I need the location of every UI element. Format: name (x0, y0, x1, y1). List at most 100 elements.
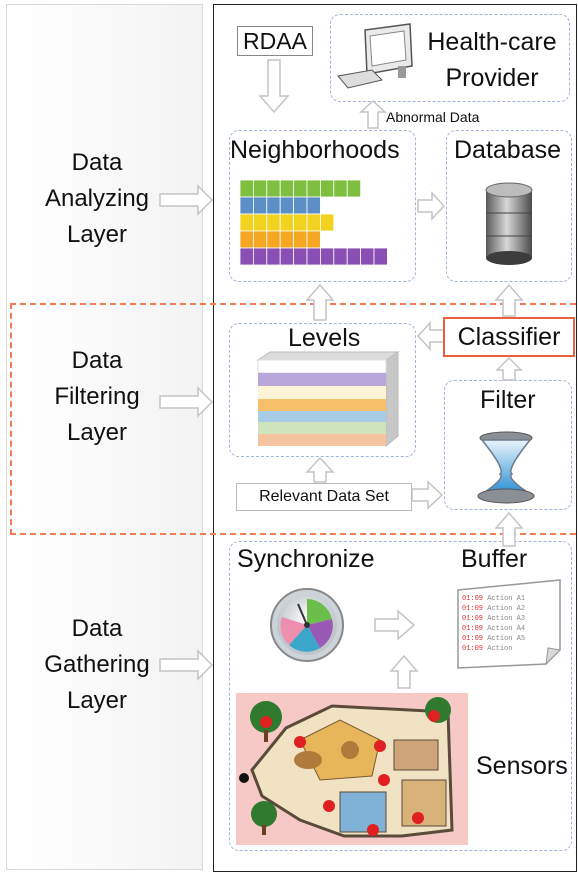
layer-label-gathering-line3: Layer (66, 687, 128, 714)
arrow-rdaa-down (258, 59, 290, 114)
neighborhood-cell (252, 196, 268, 215)
neighborhood-cell (239, 247, 254, 266)
hourglass-icon (477, 431, 535, 504)
arrow-buffer-filter (494, 511, 524, 547)
layer-label-analyzing-line3: Layer (66, 221, 128, 248)
neighborhood-cell (279, 230, 295, 249)
neighborhood-cell (252, 179, 268, 198)
computer-icon (337, 23, 413, 89)
neighborhood-cell (279, 213, 295, 232)
buffer-row-action: Action (487, 645, 513, 653)
neighborhood-cell (319, 213, 335, 232)
neighborhood-cell (306, 213, 321, 232)
abnormal-data-label: Abnormal Data (386, 109, 480, 125)
neighborhood-cell (333, 179, 348, 198)
neighborhood-cell (266, 196, 281, 215)
neighborhood-cell (306, 196, 321, 215)
layer-label-gathering-line2: Gathering (44, 651, 150, 678)
neighborhood-cell (293, 196, 308, 215)
arrow-classifier-database (494, 283, 524, 317)
neighborhood-cell (266, 247, 281, 266)
layer-panel (6, 4, 203, 870)
neighborhood-cell (279, 196, 295, 215)
layer-arrow-analyzing (159, 184, 214, 216)
neighborhood-cell (293, 179, 308, 198)
neighborhood-cell (266, 213, 281, 232)
neighborhood-cell (279, 247, 295, 266)
neighborhood-cell (293, 230, 308, 249)
neighborhoods-title: Neighborhoods (230, 136, 400, 164)
buffer-row: 01:09 Action A4 (462, 624, 552, 634)
arrow-sensors-up (389, 654, 419, 689)
arrow-relevant-levels (305, 456, 335, 483)
neighborhood-cell (252, 247, 268, 266)
neighborhood-cell (293, 213, 308, 232)
neighborhood-cell (306, 230, 321, 249)
layer-arrow-gathering (159, 649, 214, 681)
layer-label-analyzing: Data Analyzing Layer (22, 145, 172, 253)
buffer-row-time: 01:09 (462, 625, 488, 633)
layer-label-filtering: Data Filtering Layer (22, 343, 172, 451)
layer-label-analyzing-line1: Data (71, 149, 123, 176)
buffer-row-time: 01:09 (462, 615, 488, 623)
buffer-row-action: Action A3 (487, 615, 526, 623)
buffer-row-time: 01:09 (462, 635, 488, 643)
buffer-row-action: Action A1 (487, 595, 526, 603)
neighborhood-cell (373, 247, 388, 266)
buffer-row: 01:09 Action A5 (462, 634, 552, 644)
layer-label-filtering-line1: Data (71, 347, 123, 374)
provider-label: Health-care Provider (418, 24, 566, 96)
neighborhood-cell (239, 230, 254, 249)
arrow-sync-buffer (374, 609, 416, 641)
neighborhood-cell (252, 213, 268, 232)
neighborhood-cell (346, 247, 362, 266)
provider-label-line2: Provider (445, 64, 539, 92)
neighborhood-cell (360, 247, 375, 266)
layer-label-gathering-line1: Data (71, 615, 123, 642)
arrow-classifier-levels (416, 321, 447, 351)
synchronize-title: Synchronize (237, 545, 375, 573)
neighborhood-cell (239, 196, 254, 215)
neighborhood-cell (266, 179, 281, 198)
buffer-row-action: Action A4 (487, 625, 526, 633)
neighborhood-cell (279, 179, 295, 198)
neighborhoods-grid-image (239, 179, 388, 266)
provider-label-line1: Health-care (427, 28, 557, 56)
buffer-row-time: 01:09 (462, 605, 488, 613)
buffer-row: 01:09 Action (462, 644, 552, 654)
classifier-label: Classifier (457, 323, 561, 351)
neighborhood-cell (252, 230, 268, 249)
neighborhood-cell (319, 247, 335, 266)
arrow-relevant-filter (411, 480, 444, 510)
arrow-filter-classifier (495, 356, 523, 381)
relevant-data-label: Relevant Data Set (259, 488, 389, 505)
layer-label-filtering-line2: Filtering (54, 383, 140, 410)
neighborhood-cell (239, 179, 254, 198)
classifier-box: Classifier (443, 317, 575, 357)
neighborhood-cell (346, 179, 362, 198)
sensors-floorplan-image (236, 693, 468, 845)
layer-arrow-filtering (159, 386, 214, 418)
buffer-document-icon (457, 579, 562, 669)
layer-label-analyzing-line2: Analyzing (44, 185, 150, 212)
neighborhood-cell (293, 247, 308, 266)
neighborhood-cell (306, 247, 321, 266)
buffer-row: 01:09 Action A1 (462, 594, 552, 604)
buffer-row: 01:09 Action A2 (462, 604, 552, 614)
arrow-abnormal-up (359, 99, 387, 129)
neighborhood-cell (239, 213, 254, 232)
neighborhood-cell (319, 179, 335, 198)
rdaa-box: RDAA (237, 26, 313, 56)
rdaa-label: RDAA (243, 28, 307, 54)
buffer-row-time: 01:09 (462, 595, 488, 603)
database-title: Database (454, 136, 562, 164)
buffer-row-action: Action A2 (487, 605, 526, 613)
buffer-row: 01:09 Action A3 (462, 614, 552, 624)
sensors-title: Sensors (476, 752, 568, 780)
neighborhood-cell (333, 247, 348, 266)
buffer-row-action: Action A5 (487, 635, 526, 643)
levels-title: Levels (288, 324, 361, 352)
layer-label-filtering-line3: Layer (66, 419, 128, 446)
database-icon (485, 182, 533, 265)
